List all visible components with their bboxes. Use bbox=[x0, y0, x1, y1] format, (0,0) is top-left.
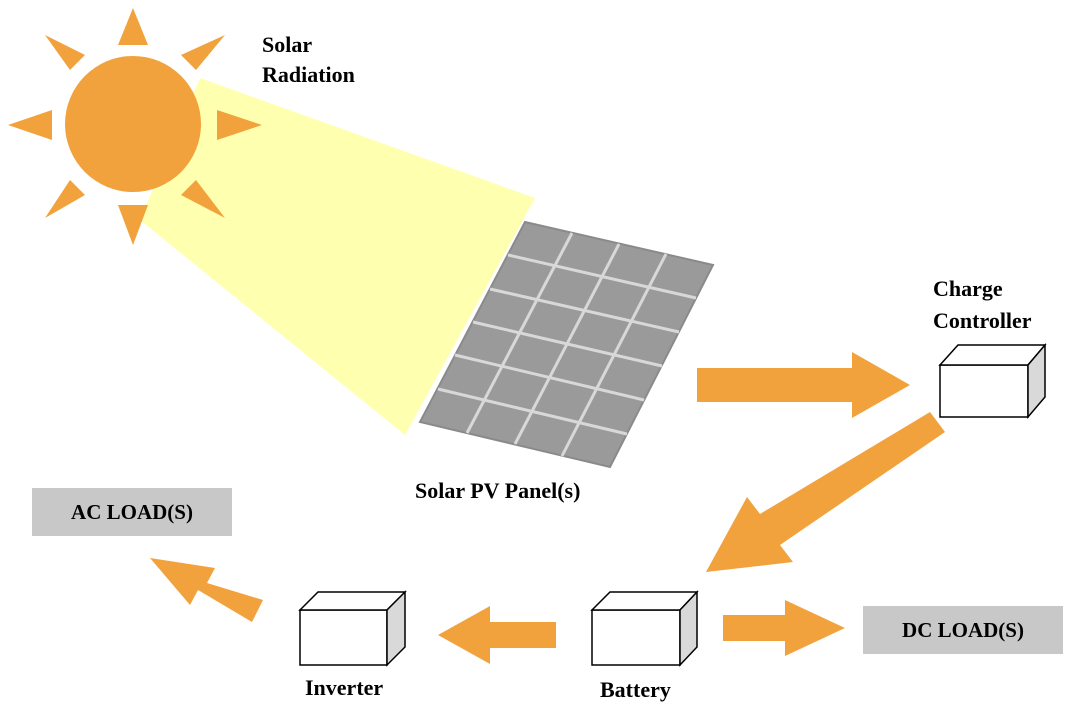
ac-load-box bbox=[32, 488, 232, 536]
charge-controller-label-line1: Charge bbox=[933, 276, 1003, 301]
sun-icon bbox=[8, 8, 262, 245]
solar-radiation-label-line1: Solar bbox=[262, 32, 312, 57]
charge-controller-box bbox=[938, 342, 1047, 420]
dc-load-label: DC LOAD(S) bbox=[902, 618, 1024, 642]
solar-radiation-label-line2: Radiation bbox=[262, 62, 355, 87]
battery-label: Battery bbox=[600, 677, 671, 702]
solar-panel-icon bbox=[418, 220, 715, 469]
pv-panel-label: Solar PV Panel(s) bbox=[415, 478, 580, 503]
arrow-panel-to-controller bbox=[697, 352, 910, 418]
arrow-battery-to-inverter bbox=[438, 606, 556, 664]
ac-load-label: AC LOAD(S) bbox=[71, 500, 193, 524]
arrow-battery-to-dcload bbox=[723, 600, 845, 656]
arrow-inverter-to-acload bbox=[150, 558, 263, 622]
charge-controller-label-line2: Controller bbox=[933, 308, 1032, 333]
inverter-box bbox=[298, 590, 407, 667]
inverter-label: Inverter bbox=[305, 675, 383, 700]
dc-load-box bbox=[863, 606, 1063, 654]
arrow-controller-to-battery bbox=[706, 412, 945, 572]
battery-box bbox=[590, 590, 699, 667]
solar-radiation-beam bbox=[140, 78, 535, 435]
